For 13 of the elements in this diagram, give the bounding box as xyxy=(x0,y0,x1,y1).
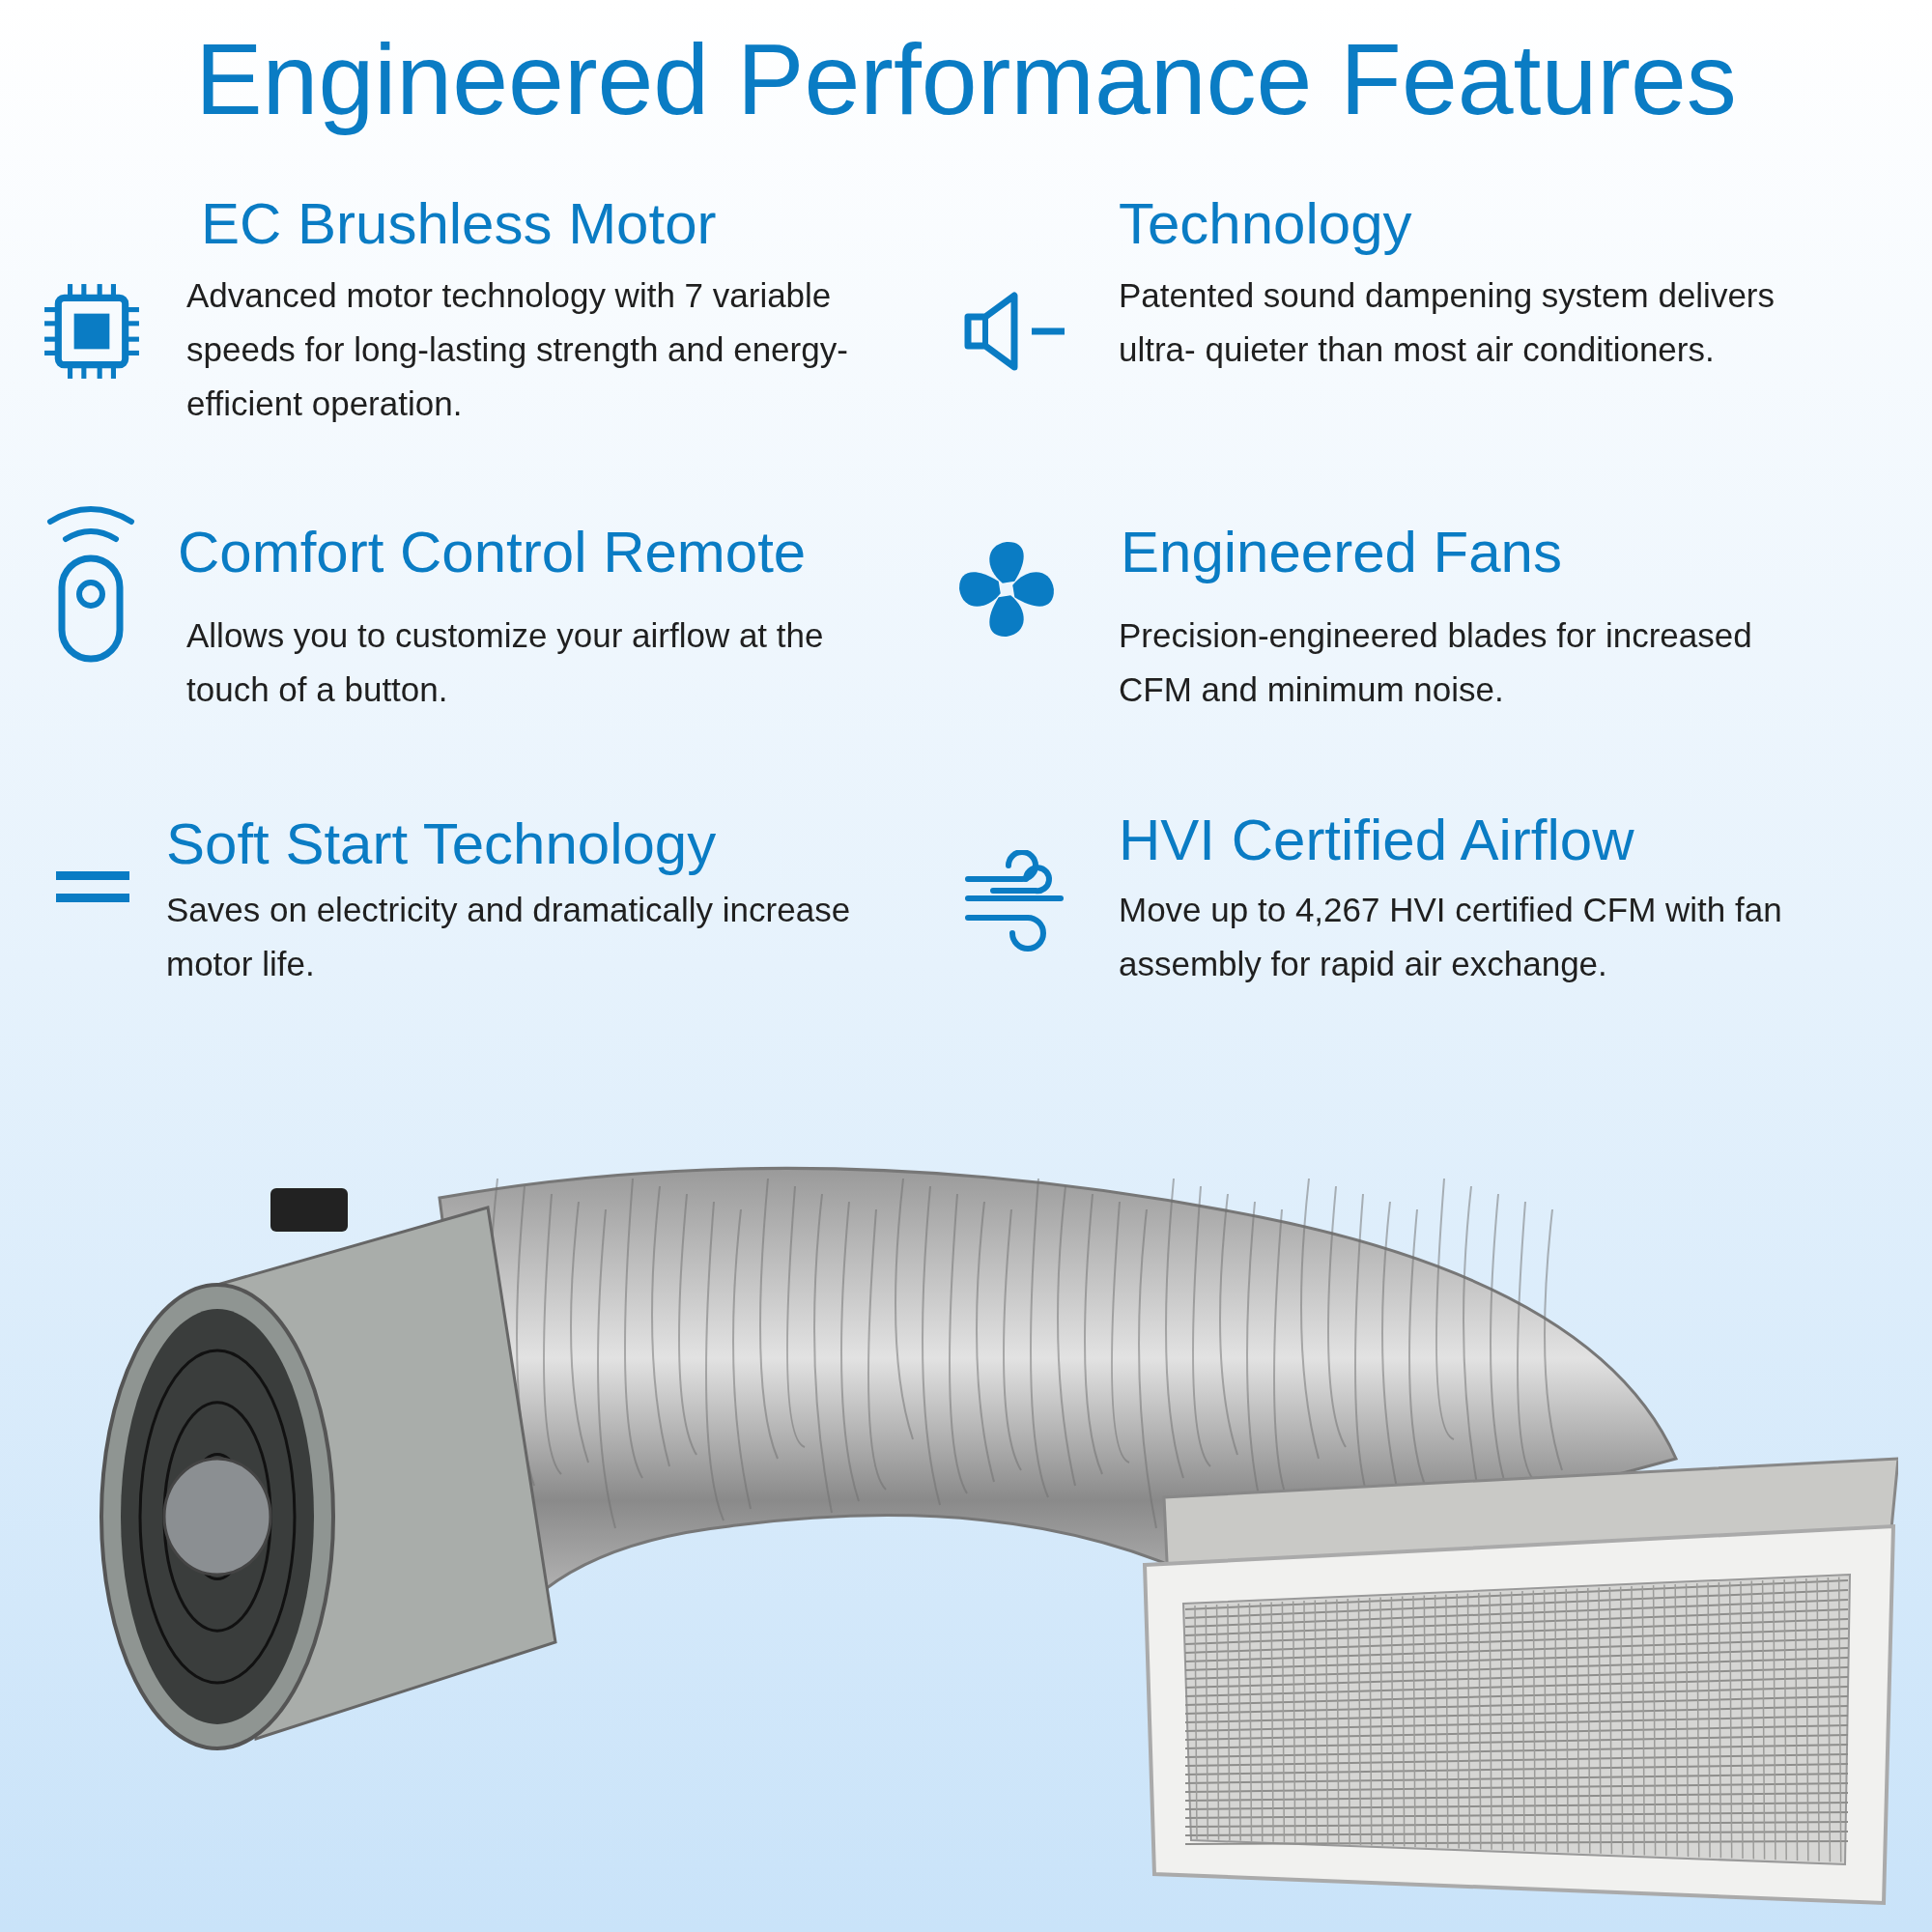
feature-heading: Engineered Fans xyxy=(1121,519,1563,586)
page-title: Engineered Performance Features xyxy=(194,22,1738,137)
feature-description: Precision-engineered blades for increased CFM and minimum noise. xyxy=(1119,615,1753,710)
feature-description: Patented sound dampening system delivers ultra- quieter than most air conditioners. xyxy=(1119,275,1776,370)
feature-heading: Technology xyxy=(1119,190,1413,258)
feature-heading: Soft Start Technology xyxy=(166,810,718,878)
feature-heading: HVI Certified Airflow xyxy=(1119,807,1635,874)
feature-description: Saves on electricity and dramatically increase motor life. xyxy=(166,890,852,984)
feature-description: Allows you to customize your airflow at the touch of a button. xyxy=(186,615,825,710)
feature-description: Advanced motor technology with 7 variable speeds for long-lasting strength and energy-efficient operation. xyxy=(186,275,849,424)
feature-heading: EC Brushless Motor xyxy=(201,190,718,258)
feature-heading: Comfort Control Remote xyxy=(178,519,808,586)
feature-description: Move up to 4,267 HVI certified CFM with fan assembly for rapid air exchange. xyxy=(1119,890,1783,984)
